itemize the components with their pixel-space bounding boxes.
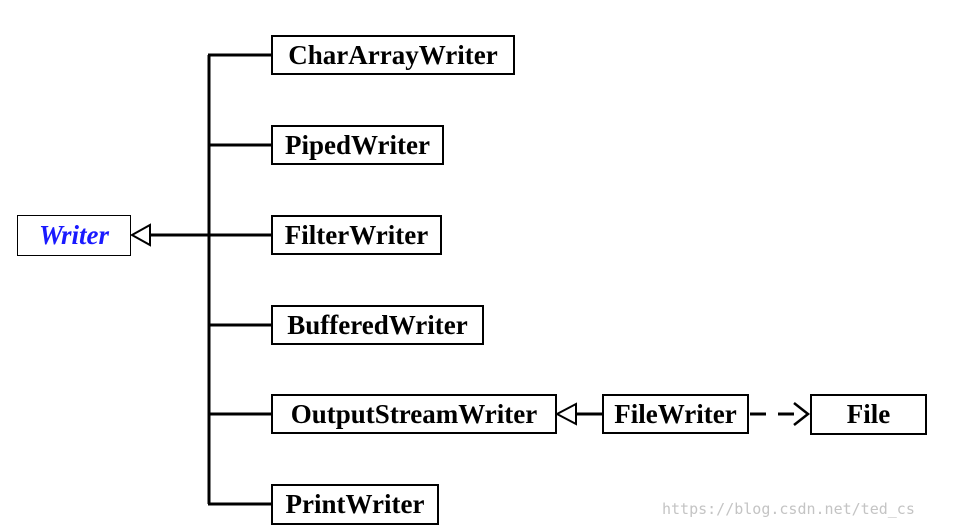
writer-class-box: Writer (17, 215, 131, 256)
inheritance-arrowhead-writer (129, 223, 151, 247)
buffered-writer-class-box: BufferedWriter (271, 305, 484, 345)
writer-class-label: Writer (38, 220, 109, 250)
watermark-text: https://blog.csdn.net/ted_cs (662, 500, 915, 518)
inheritance-arrowhead-output-stream-writer (554, 402, 577, 426)
print-writer-class-box: PrintWriter (271, 484, 439, 525)
print-writer-class-label: PrintWriter (285, 489, 425, 519)
dependency-arrowhead-file (793, 402, 811, 426)
file-writer-class-box: FileWriter (602, 394, 749, 434)
char-array-writer-class-box: CharArrayWriter (271, 35, 515, 75)
char-array-writer-class-label: CharArrayWriter (288, 39, 498, 70)
file-class-label: File (846, 399, 891, 429)
file-class-box: File (810, 394, 927, 435)
piped-writer-class-label: PipedWriter (285, 129, 430, 160)
output-stream-writer-class-label: OutputStreamWriter (290, 398, 538, 429)
file-writer-class-label: FileWriter (614, 398, 737, 429)
filter-writer-class-box: FilterWriter (271, 215, 442, 255)
buffered-writer-class-label: BufferedWriter (287, 309, 468, 340)
filter-writer-class-label: FilterWriter (284, 219, 429, 250)
output-stream-writer-class-box: OutputStreamWriter (271, 394, 557, 434)
piped-writer-class-box: PipedWriter (271, 125, 444, 165)
